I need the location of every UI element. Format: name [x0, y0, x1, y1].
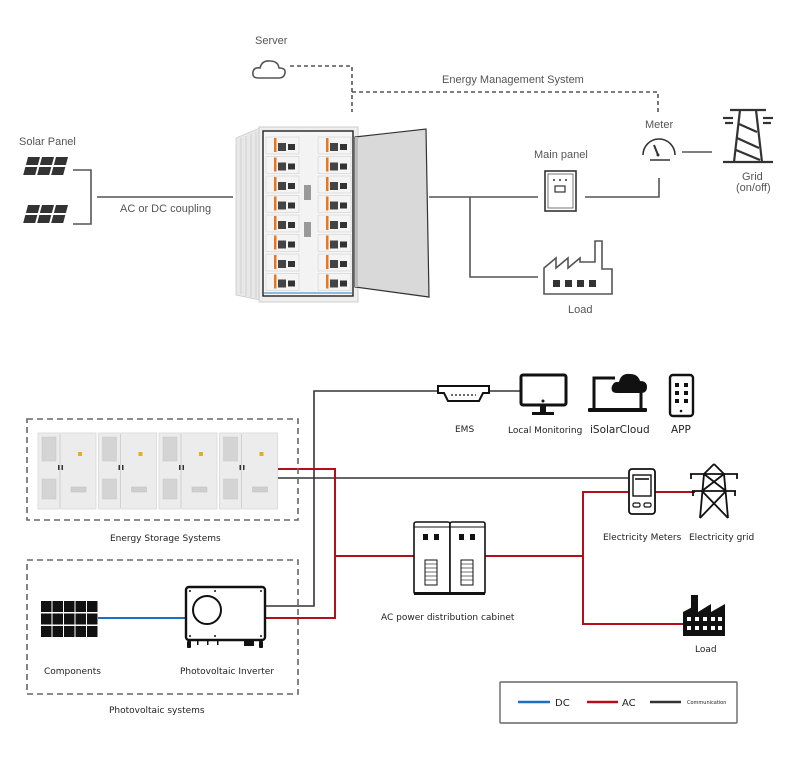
pv-cell	[64, 613, 75, 625]
pv-cell	[75, 613, 86, 625]
pv-cell	[64, 601, 75, 612]
battery-module	[317, 195, 352, 213]
pv-cell	[52, 626, 63, 637]
ems-dashed-link	[290, 65, 659, 112]
main-panel-icon	[544, 170, 577, 212]
pv-system-group-box	[26, 559, 299, 695]
factory-load-icon-bottom	[683, 595, 725, 636]
pv-cell	[52, 613, 63, 625]
pv-inverter-label: Photovoltaic Inverter	[180, 667, 274, 677]
electricity-grid-icon	[690, 463, 738, 519]
legend-ac-label: AC	[622, 698, 636, 709]
panel-to-meter-line	[585, 178, 660, 198]
isolarcloud-label: iSolarCloud	[590, 424, 650, 436]
grid-label: Grid	[742, 171, 763, 183]
pv-cell	[64, 626, 75, 637]
meter-icon	[642, 138, 676, 161]
battery-cabinet-image	[235, 126, 430, 303]
energy-storage-group-box	[26, 418, 299, 521]
pv-cell	[87, 626, 98, 637]
battery-module	[265, 253, 300, 272]
main-panel-label: Main panel	[534, 149, 588, 161]
solar-panel-icon	[23, 157, 68, 223]
battery-module	[265, 195, 300, 213]
legend-dc-label: DC	[555, 698, 570, 709]
battery-module	[317, 234, 352, 252]
components-label: Components	[44, 667, 101, 677]
pv-inverter-icon	[184, 585, 267, 648]
energy-storage-cabinets	[37, 432, 278, 510]
smartphone-icon	[668, 373, 695, 418]
meter-label: Meter	[645, 119, 673, 131]
grid-onoff-label: (on/off)	[736, 182, 771, 194]
pv-cell	[75, 601, 86, 612]
storage-cabinet	[158, 432, 218, 510]
cloud-icon	[252, 60, 286, 79]
storage-cabinet	[219, 432, 278, 510]
bottom-diagram: EMS Local Monitoring iSolarCloud APP	[26, 373, 754, 724]
grid-tower-icon	[723, 108, 773, 164]
solar-panel-label: Solar Panel	[19, 136, 76, 148]
ems-label-bottom: EMS	[455, 425, 474, 435]
pv-cell	[41, 601, 52, 612]
ac-cabinet-label: AC power distribution cabinet	[381, 613, 515, 623]
battery-module	[317, 156, 352, 174]
ems-label: Energy Management System	[442, 74, 584, 86]
battery-module	[317, 273, 352, 291]
battery-module	[265, 175, 300, 194]
battery-module	[265, 136, 300, 155]
communication-lines	[265, 390, 628, 607]
top-diagram: Server Energy Management System Solar Pa…	[19, 35, 773, 316]
pv-components-icon	[41, 601, 98, 637]
electricity-meter-icon	[628, 468, 656, 515]
battery-module	[265, 156, 300, 174]
legend: DC AC Communication	[499, 681, 738, 724]
ac-distribution-cabinet-icon	[413, 521, 486, 595]
monitor-icon	[519, 373, 568, 415]
load-label: Load	[568, 304, 592, 316]
legend-communication-label: Communication	[687, 700, 726, 706]
factory-load-icon	[543, 240, 613, 295]
storage-cabinet	[98, 432, 157, 510]
pv-cell	[87, 613, 98, 625]
energy-storage-label: Energy Storage Systems	[110, 534, 221, 544]
pv-cell	[75, 626, 86, 637]
battery-module	[265, 273, 300, 291]
load-branch-line	[469, 197, 538, 278]
battery-module	[265, 234, 300, 252]
battery-module	[265, 214, 300, 233]
app-label: APP	[671, 424, 691, 436]
battery-module	[317, 175, 352, 194]
pv-cell	[41, 613, 52, 625]
pv-systems-label: Photovoltaic systems	[109, 706, 205, 716]
solar-bracket-line	[73, 169, 92, 225]
pv-cell	[41, 626, 52, 637]
ems-port-icon	[437, 385, 490, 402]
battery-module	[317, 136, 352, 155]
storage-cabinet	[37, 432, 97, 510]
pv-cell	[52, 601, 63, 612]
coupling-label: AC or DC coupling	[120, 203, 211, 215]
pv-cell	[87, 601, 98, 612]
electricity-meters-label: Electricity Meters	[603, 533, 682, 543]
ac-lines	[265, 468, 695, 625]
battery-module	[317, 253, 352, 272]
electricity-grid-label: Electricity grid	[689, 533, 754, 543]
local-monitoring-label: Local Monitoring	[508, 426, 582, 436]
load-label-bottom: Load	[695, 645, 717, 655]
laptop-cloud-icon	[588, 373, 647, 412]
battery-module	[317, 214, 352, 233]
server-label: Server	[255, 35, 288, 47]
